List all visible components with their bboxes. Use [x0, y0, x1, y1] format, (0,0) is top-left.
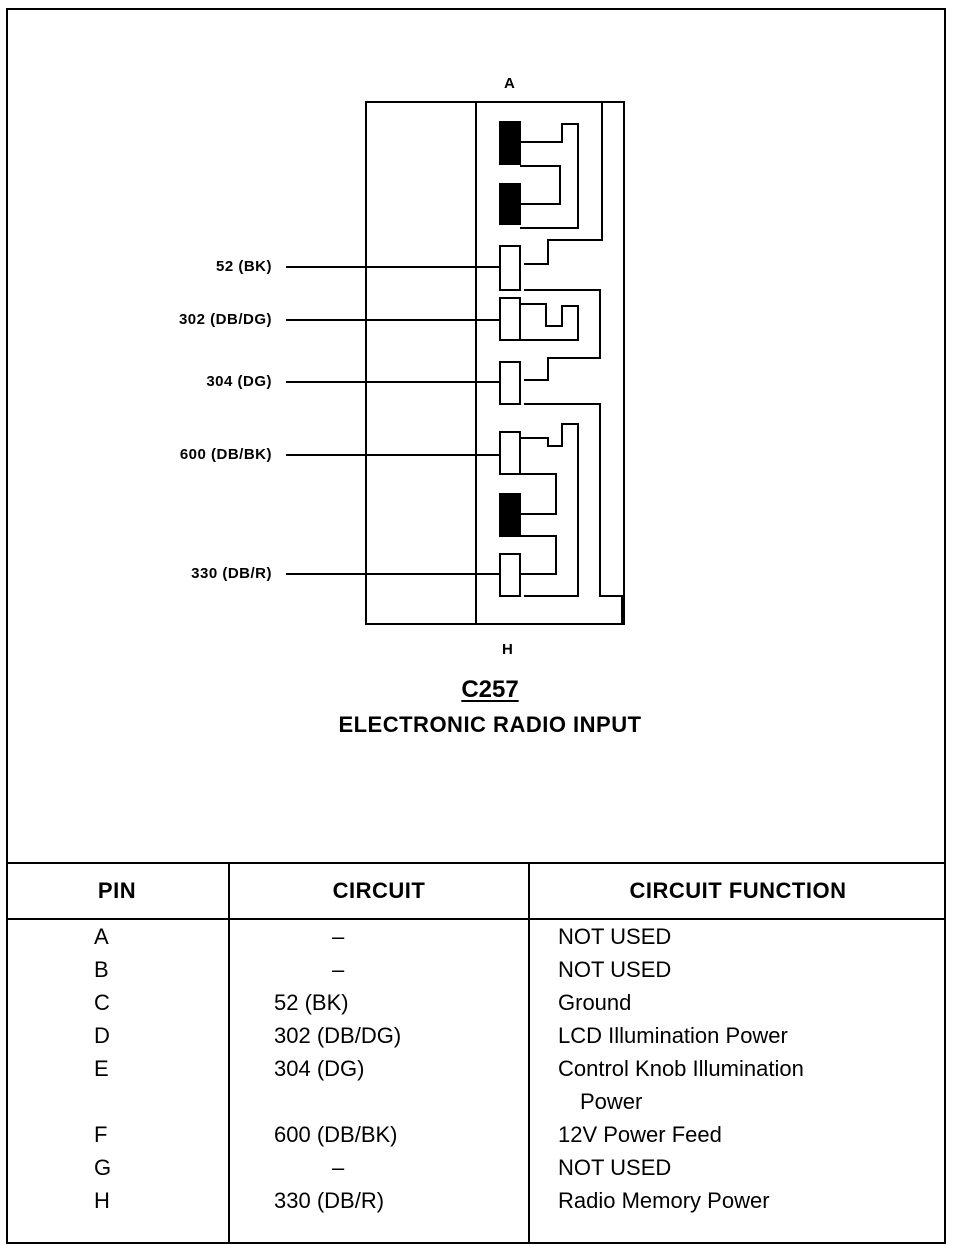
function-value: Radio Memory Power: [558, 1188, 770, 1213]
terminal-f: [499, 431, 521, 475]
circuit-value: –: [332, 1155, 345, 1180]
pin-value: D: [94, 1023, 110, 1048]
pin-a-label: A: [504, 75, 515, 92]
function-value: Ground: [558, 990, 632, 1015]
function-value: NOT USED: [558, 924, 672, 949]
connector-diagram: [286, 101, 625, 625]
circuit-value: 304 (DG): [274, 1056, 365, 1081]
circuit-value: 600 (DB/BK): [274, 1122, 398, 1147]
function-value: NOT USED: [558, 1155, 672, 1180]
circuit-value: 52 (BK): [274, 990, 349, 1015]
wire-label-c: 52 (BK): [215, 258, 272, 275]
circuit-value: –: [332, 924, 345, 949]
pin-value: G: [94, 1155, 112, 1180]
terminal-c: [499, 245, 521, 291]
wire-label-e: 304 (DG): [206, 373, 272, 390]
circuit-value: –: [332, 957, 345, 982]
function-value: Control Knob Illumination: [558, 1056, 804, 1081]
pin-value: H: [94, 1188, 110, 1213]
terminal-h: [499, 553, 521, 597]
connector-profile: [524, 102, 603, 265]
wire-label-f: 600 (DB/BK): [179, 446, 272, 463]
function-value-cont: Power: [580, 1089, 643, 1114]
terminal-g: [499, 493, 521, 537]
wire-label-h: 330 (DB/R): [191, 565, 272, 582]
pin-table-header: PIN CIRCUIT CIRCUIT FUNCTION: [6, 862, 946, 920]
connector-name: ELECTRONIC RADIO INPUT: [338, 712, 642, 737]
pin-table-body: A B C D E F G H – – 52 (BK) 302 (DB/DG) …: [6, 919, 946, 1244]
pin-column: A B C D E F G H: [6, 919, 229, 1244]
circuit-value: 302 (DB/DG): [274, 1023, 402, 1048]
pin-value: C: [94, 990, 110, 1015]
circuit-column: – – 52 (BK) 302 (DB/DG) 304 (DG) 600 (DB…: [228, 919, 529, 1244]
pin-value: B: [94, 957, 109, 982]
terminal-d: [499, 297, 521, 341]
connector-code-text: C257: [461, 676, 519, 703]
header-function: CIRCUIT FUNCTION: [528, 862, 946, 920]
terminal-a: [499, 121, 521, 165]
function-column: NOT USED NOT USED Ground LCD Illuminatio…: [528, 919, 946, 1244]
pin-value: E: [94, 1056, 109, 1081]
pin-table: PIN CIRCUIT CIRCUIT FUNCTION A B C D E F…: [6, 862, 946, 1244]
wire-label-d: 302 (DB/DG): [178, 311, 272, 328]
function-value: NOT USED: [558, 957, 672, 982]
terminal-e: [499, 361, 521, 405]
pin-h-label: H: [502, 641, 513, 658]
connector-body: [365, 101, 625, 625]
function-value: 12V Power Feed: [558, 1122, 722, 1147]
pin-value: F: [94, 1122, 108, 1147]
pin-value: A: [94, 924, 109, 949]
header-pin: PIN: [6, 862, 229, 920]
terminal-b: [499, 183, 521, 225]
connector-code: C257: [260, 676, 720, 704]
function-value: LCD Illumination Power: [558, 1023, 788, 1048]
header-circuit: CIRCUIT: [228, 862, 529, 920]
circuit-value: 330 (DB/R): [274, 1188, 385, 1213]
